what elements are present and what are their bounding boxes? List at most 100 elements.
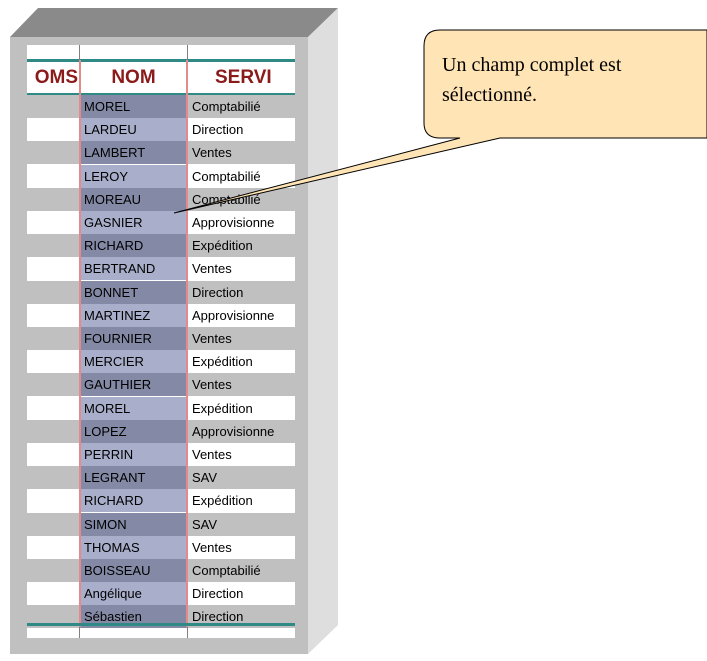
cell-service[interactable]: Expédition bbox=[188, 234, 295, 258]
cell-prenom[interactable] bbox=[27, 350, 79, 374]
cell-nom[interactable]: PERRIN bbox=[80, 443, 187, 466]
cell-service[interactable]: Ventes bbox=[188, 327, 295, 350]
cell-service[interactable]: Ventes bbox=[188, 257, 295, 281]
cell-nom[interactable]: RICHARD bbox=[80, 489, 187, 513]
cell-nom[interactable]: FOURNIER bbox=[80, 327, 187, 350]
cell-service[interactable]: Direction bbox=[188, 280, 295, 304]
cell-nom[interactable]: MARTINEZ bbox=[80, 303, 187, 327]
cell-prenom[interactable] bbox=[27, 164, 79, 188]
cell-prenom[interactable] bbox=[27, 373, 79, 397]
cell-service[interactable]: Expédition bbox=[188, 489, 295, 513]
callout-line: Un champ complet est bbox=[442, 54, 622, 76]
cell-nom[interactable]: LEROY bbox=[80, 164, 187, 188]
cell-prenom[interactable] bbox=[27, 327, 79, 350]
selection-right-edge bbox=[186, 60, 188, 627]
cell-prenom[interactable] bbox=[27, 95, 79, 118]
cell-service[interactable]: SAV bbox=[188, 466, 295, 490]
cell-nom[interactable]: SIMON bbox=[80, 512, 187, 536]
cell-nom[interactable]: RICHARD bbox=[80, 234, 187, 258]
cell-prenom[interactable] bbox=[27, 257, 79, 281]
cell-nom[interactable]: GAUTHIER bbox=[80, 373, 187, 397]
cell-service[interactable]: Direction bbox=[188, 605, 295, 629]
cell-service[interactable]: Expédition bbox=[188, 396, 295, 420]
cell-prenom[interactable] bbox=[27, 466, 79, 490]
cell-nom[interactable]: MERCIER bbox=[80, 350, 187, 374]
cell-service[interactable]: Comptabilié bbox=[188, 164, 295, 188]
cell-service[interactable]: Ventes bbox=[188, 141, 295, 165]
cell-service[interactable]: Comptabilié bbox=[188, 95, 295, 118]
column-header-service[interactable]: SERVI bbox=[215, 67, 272, 88]
cell-nom[interactable]: BERTRAND bbox=[80, 257, 187, 281]
callout-line: sélectionné. bbox=[442, 84, 537, 106]
cell-nom[interactable]: GASNIER bbox=[80, 211, 187, 234]
cell-service[interactable]: Approvisionne bbox=[188, 303, 295, 327]
cell-service[interactable]: Approvisionne bbox=[188, 211, 295, 234]
cell-prenom[interactable] bbox=[27, 582, 79, 606]
header-bottom-border bbox=[27, 93, 295, 96]
cell-prenom[interactable] bbox=[27, 187, 79, 211]
cell-prenom[interactable] bbox=[27, 605, 79, 629]
cell-nom[interactable]: LAMBERT bbox=[80, 141, 187, 165]
cell-prenom[interactable] bbox=[27, 512, 79, 536]
cell-service[interactable]: SAV bbox=[188, 512, 295, 536]
cell-service[interactable]: Approvisionne bbox=[188, 419, 295, 443]
cell-service[interactable]: Direction bbox=[188, 582, 295, 606]
cell-prenom[interactable] bbox=[27, 419, 79, 443]
cell-prenom[interactable] bbox=[27, 443, 79, 466]
cell-nom[interactable]: BOISSEAU bbox=[80, 559, 187, 582]
cell-prenom[interactable] bbox=[27, 489, 79, 513]
cell-prenom[interactable] bbox=[27, 303, 79, 327]
callout-text: Un champ complet est sélectionné. bbox=[442, 50, 692, 110]
cell-prenom[interactable] bbox=[27, 211, 79, 234]
cell-nom[interactable]: LEGRANT bbox=[80, 466, 187, 490]
cell-service[interactable]: Comptabilié bbox=[188, 559, 295, 582]
cell-service[interactable]: Expédition bbox=[188, 350, 295, 374]
cell-nom[interactable]: MOREL bbox=[80, 396, 187, 420]
cell-nom[interactable]: LOPEZ bbox=[80, 419, 187, 443]
column-header-nom[interactable]: NOM bbox=[111, 67, 156, 88]
cell-nom[interactable]: BONNET bbox=[80, 280, 187, 304]
cell-service[interactable]: Ventes bbox=[188, 373, 295, 397]
cell-prenom[interactable] bbox=[27, 559, 79, 582]
cell-service[interactable]: Ventes bbox=[188, 535, 295, 559]
cell-nom[interactable]: MOREL bbox=[80, 95, 187, 118]
cell-prenom[interactable] bbox=[27, 234, 79, 258]
cell-service[interactable]: Ventes bbox=[188, 443, 295, 466]
cell-nom[interactable]: THOMAS bbox=[80, 535, 187, 559]
cell-prenom[interactable] bbox=[27, 280, 79, 304]
cell-prenom[interactable] bbox=[27, 141, 79, 165]
cell-nom[interactable]: LARDEU bbox=[80, 118, 187, 142]
header-top-border bbox=[27, 59, 295, 62]
cell-prenom[interactable] bbox=[27, 396, 79, 420]
cell-nom[interactable]: Sébastien bbox=[80, 605, 187, 629]
cell-prenom[interactable] bbox=[27, 535, 79, 559]
cell-prenom[interactable] bbox=[27, 118, 79, 142]
cell-nom[interactable]: MOREAU bbox=[80, 187, 187, 211]
column-header-prenoms[interactable]: OMS bbox=[34, 67, 78, 88]
cell-nom[interactable]: Angélique bbox=[80, 582, 187, 606]
cell-service[interactable]: Direction bbox=[188, 118, 295, 142]
